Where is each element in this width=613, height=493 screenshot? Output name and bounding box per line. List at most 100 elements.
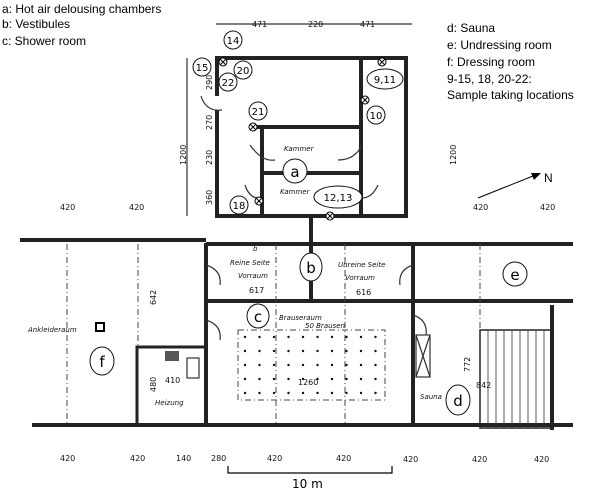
label-kammer-upper: Kammer: [284, 145, 315, 153]
dim-230: 230: [205, 150, 214, 165]
stove-icon: [165, 351, 179, 361]
shower-head-icon: [359, 349, 363, 353]
label-410: 410: [165, 376, 180, 385]
shower-head-icon: [301, 335, 305, 339]
sample-point-icon: [254, 196, 264, 206]
dim-bottom-9: 420: [534, 455, 549, 464]
label-b-small: b: [253, 245, 258, 253]
legend-item-a: a: Hot air delousing chambers: [2, 2, 161, 16]
label-ankleideraum: Ankleideraum: [27, 326, 77, 334]
shower-head-icon: [301, 377, 305, 381]
shower-head-icon: [345, 349, 348, 353]
label-842: 842: [476, 381, 491, 390]
dim-bottom-4: 280: [211, 454, 226, 463]
dim-471-left: 471: [252, 20, 267, 29]
label-sauna: Sauna: [420, 393, 442, 401]
sample-point-icon: [218, 57, 228, 67]
delousing-chambers-block: [200, 56, 408, 243]
sample-10: 10: [370, 111, 383, 122]
shower-head-icon: [287, 377, 290, 381]
shower-head-icon: [287, 363, 290, 367]
shower-head-icon: [330, 377, 334, 381]
shower-head-icon: [374, 391, 377, 395]
shower-head-icon: [272, 335, 276, 339]
shower-head-icon: [316, 377, 319, 381]
dim-bottom-6: 420: [336, 454, 351, 463]
shower-head-icon: [243, 335, 247, 339]
sample-14: 14: [227, 36, 240, 47]
dim-upper-1: 420: [60, 203, 75, 212]
shower-head-icon: [301, 349, 305, 353]
sample-point-icon: [325, 211, 335, 221]
dim-1200-right: 1200: [449, 145, 458, 165]
shower-head-icon: [301, 391, 305, 395]
sauna-oven-icon: [415, 334, 431, 378]
legend-item-e: e: Undressing room: [447, 38, 552, 52]
sample-15: 15: [196, 63, 209, 74]
sample-12-13: 12,13: [324, 193, 353, 204]
sauna-benches: [479, 329, 553, 429]
shower-head-icon: [374, 335, 377, 339]
shower-head-icon: [359, 363, 363, 367]
shower-head-icon: [345, 391, 348, 395]
shower-head-icon: [287, 391, 290, 395]
label-heizung: Heizung: [155, 399, 184, 407]
legend-left: a: Hot air delousing chambers b: Vestibu…: [2, 2, 161, 48]
shower-head-icon: [287, 349, 290, 353]
shower-head-icon: [359, 391, 363, 395]
sample-21: 21: [252, 107, 265, 118]
label-kammer-lower: Kammer: [280, 188, 311, 196]
shower-head-icon: [374, 349, 377, 353]
dim-480: 480: [149, 377, 158, 392]
label-1260: 1260: [298, 378, 318, 387]
shower-head-icon: [345, 363, 348, 367]
dim-bottom-5: 420: [267, 454, 282, 463]
north-arrow: N: [477, 171, 553, 199]
shower-head-icon: [316, 391, 319, 395]
dim-upper-2: 420: [129, 203, 144, 212]
label-vorraum-clean: Vorraum: [238, 272, 268, 280]
legend-item-b: b: Vestibules: [2, 17, 70, 31]
legend-right: d: Sauna e: Undressing room f: Dressing …: [447, 21, 574, 102]
dim-772: 772: [463, 357, 472, 372]
label-50-brausen: 50 Brausen: [305, 322, 345, 330]
shower-head-icon: [243, 349, 247, 353]
marker-f: f: [99, 353, 105, 371]
shower-head-icon: [258, 391, 261, 395]
shower-head-icon: [272, 391, 276, 395]
column-icon: [95, 322, 105, 332]
label-vorraum-unclean: Vorraum: [345, 274, 375, 282]
legend-item-d: d: Sauna: [447, 21, 495, 35]
sample-point-icon: [360, 95, 370, 105]
shower-head-icon: [258, 377, 261, 381]
shower-head-icon: [272, 349, 276, 353]
sample-9-11: 9,11: [374, 75, 396, 86]
marker-c: c: [254, 308, 262, 326]
label-616: 616: [356, 288, 371, 297]
dim-220: 220: [308, 20, 323, 29]
marker-e: e: [510, 266, 519, 284]
shower-head-icon: [359, 335, 363, 339]
dim-bottom-8: 420: [472, 455, 487, 464]
main-building: [20, 238, 573, 430]
sample-22: 22: [222, 78, 235, 89]
shower-head-icon: [287, 335, 290, 339]
dim-270: 270: [205, 115, 214, 130]
bottom-dimension-row: 420 420 140 280 420 420 420 420 420: [60, 454, 549, 464]
shower-head-icon: [345, 335, 348, 339]
dim-bottom-7: 420: [403, 455, 418, 464]
dim-642: 642: [149, 290, 158, 305]
shower-head-icon: [359, 377, 363, 381]
shower-heads: [243, 335, 377, 395]
legend-item-f: f: Dressing room: [447, 55, 535, 69]
scale-label: 10 m: [292, 477, 323, 491]
shower-head-icon: [330, 391, 334, 395]
sample-locations: 14 15 20 22 21 10 9,11 12,13 18: [192, 30, 404, 221]
room-markers: a b c d e f: [89, 158, 528, 416]
shower-head-icon: [258, 335, 261, 339]
shower-head-icon: [316, 335, 319, 339]
shower-head-icon: [258, 363, 261, 367]
dim-290: 290: [205, 75, 214, 90]
dim-1200-left: 1200: [179, 145, 188, 165]
